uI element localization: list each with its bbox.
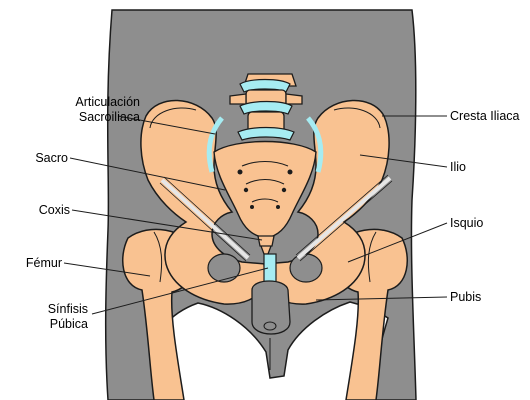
label-ilio: Ilio [450, 160, 466, 174]
label-sinfisis-line1: Sínfisis [47, 302, 88, 316]
leader-lines [63, 115, 448, 315]
lumbar-vertebrae [229, 73, 303, 141]
hip-bone-left [140, 99, 267, 305]
sacrum-bone [213, 140, 317, 239]
sacroiliac-cartilage-right [306, 116, 324, 173]
label-sinfisis-line2: Púbica [49, 317, 88, 331]
label-isquio: Isquio [450, 216, 484, 230]
genitals-outline [251, 280, 291, 370]
ligament-left [160, 178, 250, 260]
ligament-right [296, 176, 392, 260]
hip-bone-right [263, 99, 390, 305]
label-pubis: Pubis [450, 290, 482, 304]
label-cresta-iliaca: Cresta Iliaca [450, 109, 520, 123]
label-femur: Fémur [25, 256, 62, 270]
label-articulacion-line2: Sacroiliaca [78, 110, 140, 124]
label-articulacion-line1: Articulación [75, 95, 140, 109]
label-sinfisis-pubica: Sínfisis Púbica [10, 302, 88, 332]
label-sacro: Sacro [35, 151, 68, 165]
label-articulacion-sacroiliaca: Articulación Sacroiliaca [22, 95, 140, 125]
sacroiliac-cartilage-left [206, 116, 224, 173]
label-coxis: Coxis [38, 203, 70, 217]
